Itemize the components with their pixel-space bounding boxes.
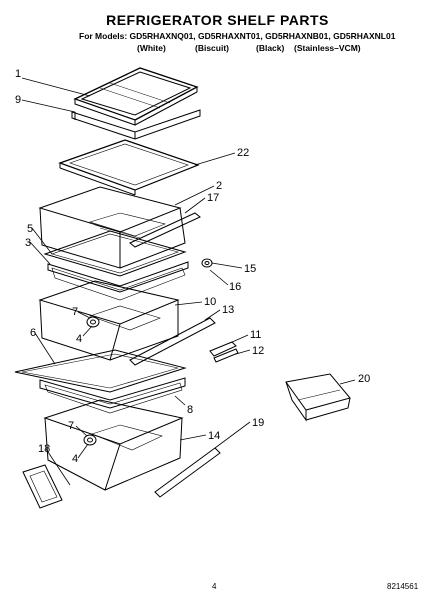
callout-6: 6 xyxy=(30,327,36,339)
page-number: 4 xyxy=(212,582,217,591)
variant-white: (White) xyxy=(137,43,166,53)
callout-2: 2 xyxy=(216,180,222,192)
callout-16: 16 xyxy=(229,281,241,293)
callout-13: 13 xyxy=(222,304,234,316)
part-knob-lower xyxy=(83,434,97,446)
part-rod-13 xyxy=(129,317,216,366)
callout-1: 1 xyxy=(15,68,21,80)
part-crisper-cover-glass xyxy=(58,139,200,196)
part-shelf-frame-middle xyxy=(43,230,189,301)
part-door-bin xyxy=(285,373,351,422)
part-rod-19 xyxy=(154,447,221,498)
callout-11: 11 xyxy=(250,329,261,341)
variant-black: (Black) xyxy=(256,43,285,53)
part-glass-shelf-top xyxy=(73,67,199,126)
callout-22: 22 xyxy=(237,147,249,159)
callout-7-lower: 7 xyxy=(68,420,74,432)
leader-lines xyxy=(21,77,356,486)
callout-18: 18 xyxy=(38,443,50,455)
callout-20: 20 xyxy=(358,373,370,385)
part-drawer-slide xyxy=(129,212,201,248)
part-crisper-drawer-lower xyxy=(43,399,184,491)
variant-biscuit: (Biscuit) xyxy=(195,43,229,53)
part-knob-upper xyxy=(86,316,100,328)
document-number: 8214561 xyxy=(387,582,419,591)
part-clip-11-12 xyxy=(209,341,239,363)
callout-15: 15 xyxy=(244,263,256,275)
callout-17: 17 xyxy=(207,192,219,204)
callout-4-upper: 4 xyxy=(76,333,82,345)
part-screw-15 xyxy=(201,258,213,268)
callout-5: 5 xyxy=(27,223,33,235)
callout-19: 19 xyxy=(252,417,264,429)
variant-stainless: (Stainless–VCM) xyxy=(294,43,361,53)
page-title: REFRIGERATOR SHELF PARTS xyxy=(106,12,329,28)
part-shelf-frame-lower xyxy=(14,349,187,414)
models-line: For Models: GD5RHAXNQ01, GD5RHAXNT01, GD… xyxy=(79,31,396,41)
callout-12: 12 xyxy=(252,345,264,357)
callout-10: 10 xyxy=(204,296,216,308)
callout-9: 9 xyxy=(15,94,21,106)
callout-4-lower: 4 xyxy=(72,453,78,465)
callout-3: 3 xyxy=(25,237,31,249)
part-label-plate xyxy=(22,464,63,509)
part-shelf-frame xyxy=(71,109,201,140)
callout-7-upper: 7 xyxy=(72,306,78,318)
callout-8: 8 xyxy=(187,404,193,416)
callout-14: 14 xyxy=(208,430,220,442)
part-crisper-drawer-middle xyxy=(38,280,180,361)
